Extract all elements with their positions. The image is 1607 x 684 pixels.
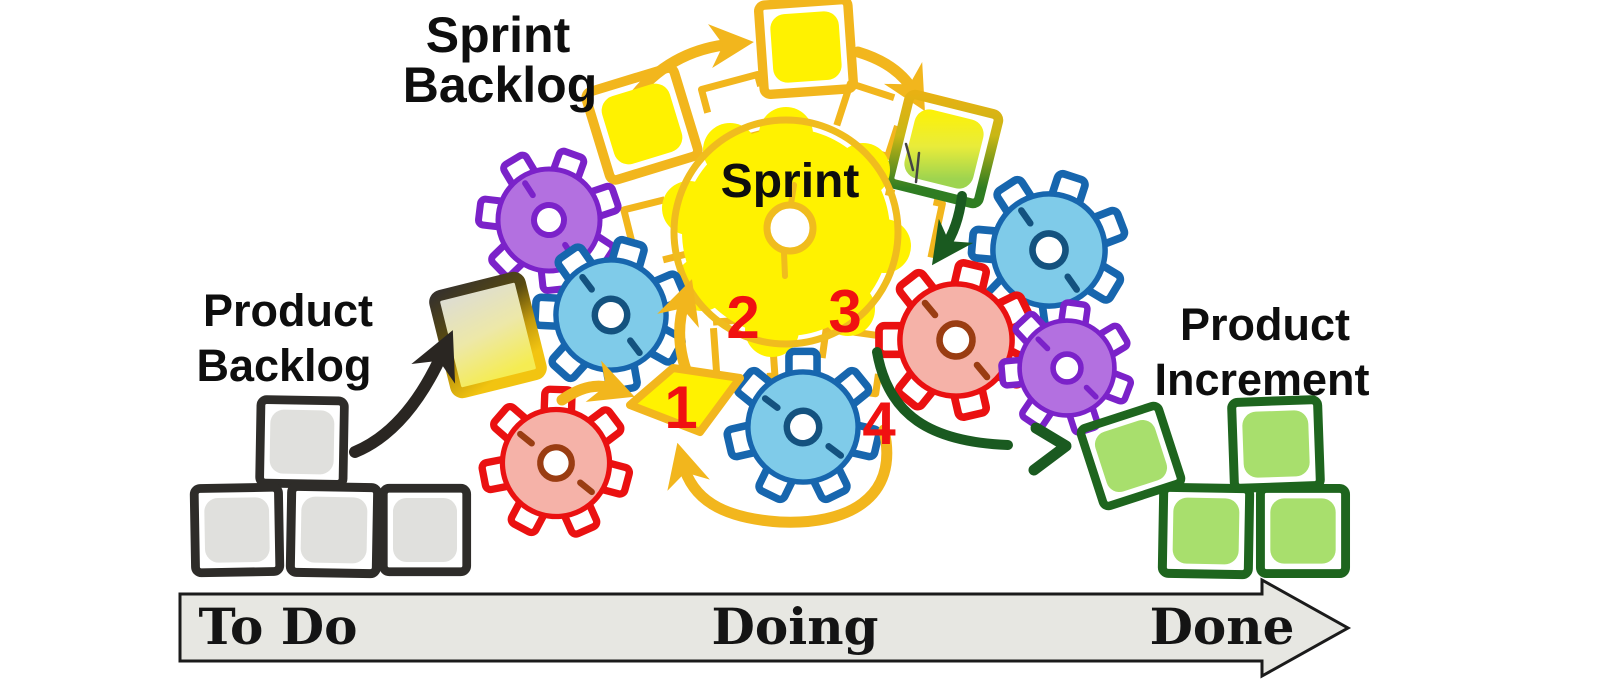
step-1-number: 1: [664, 374, 697, 441]
svg-text:Product: Product: [203, 285, 373, 336]
sprint-backlog-sticky-note-2: [758, 0, 854, 95]
sprint-inner-right-arrow: [556, 360, 635, 406]
svg-text:Backlog: Backlog: [196, 340, 371, 391]
sprint-backlog-flow-arrow-2: [852, 46, 925, 112]
sprint-label: Sprint: [721, 155, 860, 208]
workflow-stage-doing: Doing: [711, 597, 878, 656]
step-4-number: 4: [862, 390, 896, 457]
step-2-number: 2: [726, 284, 759, 351]
sprint-backlog-label: Sprint Backlog: [403, 7, 598, 113]
done-item-arrow: [931, 191, 974, 266]
increment-delivery-arrow: [872, 347, 1013, 450]
product-increment-card: [1260, 488, 1346, 574]
sprint-cycle-ring: [670, 116, 902, 348]
svg-text:Backlog: Backlog: [403, 57, 598, 113]
gear-icon-red-left: [474, 381, 637, 545]
backlog-to-sprint-arrow: [349, 330, 456, 458]
sprint-backlog-sticky-note-step1: [626, 364, 744, 436]
svg-text:Product: Product: [1180, 299, 1350, 350]
product-backlog-card: [194, 487, 280, 573]
increment-delivery-arrowhead: [1028, 422, 1072, 476]
workflow-stage-todo: To Do: [199, 597, 358, 656]
backlog-item-transition-card: [429, 271, 547, 399]
daily-cycle-arrow: [667, 424, 893, 528]
product-backlog-card: [259, 399, 345, 485]
sprint-gear-icon: [662, 107, 911, 357]
product-increment-card: [1231, 399, 1321, 489]
sticky-note-transition-to-done: [884, 89, 1004, 209]
scratch-marks: [904, 142, 921, 184]
svg-text:Sprint: Sprint: [426, 7, 571, 63]
product-increment-card: [1162, 487, 1250, 575]
product-backlog-card: [383, 488, 467, 572]
gear-icon-purple-right: [1001, 301, 1133, 434]
workflow-stage-done: Done: [1150, 597, 1295, 656]
workflow-arrow: [178, 577, 1352, 679]
step-3-number: 3: [828, 278, 861, 345]
svg-text:Increment: Increment: [1154, 354, 1369, 405]
product-increment-label: Product Increment: [1154, 299, 1369, 405]
product-backlog-label: Product Backlog: [196, 285, 373, 391]
product-backlog-card: [290, 486, 378, 574]
